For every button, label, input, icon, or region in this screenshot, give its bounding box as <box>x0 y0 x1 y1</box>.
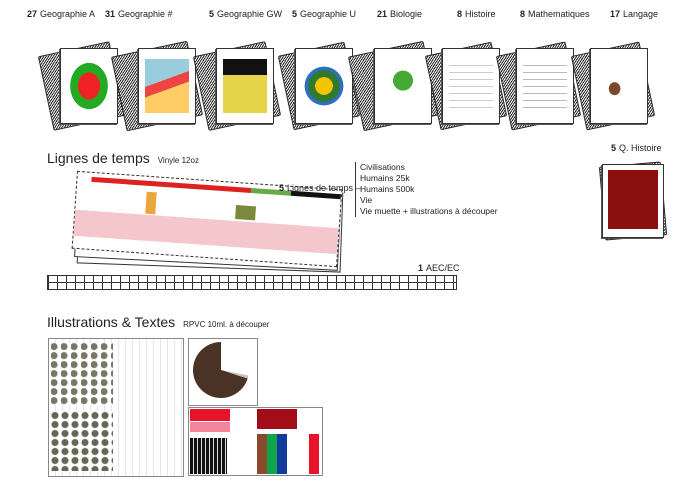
globe-diagram-icon <box>223 59 267 113</box>
list-item: Humains 500k <box>360 184 415 194</box>
card-stack-history-chart <box>424 41 508 131</box>
list-item: Vie <box>360 195 373 205</box>
card-stack-earth-layers <box>277 41 361 131</box>
card-stack-world-map <box>110 40 204 132</box>
illustrations-heading: Illustrations & Textes RPVC 10ml. à décou… <box>47 314 269 330</box>
tree-of-life-sheet <box>188 338 258 406</box>
illustrations-title: Illustrations & Textes <box>47 314 176 330</box>
list-item: Vie muette + illustrations à découper <box>360 206 498 216</box>
card-stack-climate-globe <box>37 41 126 131</box>
history-chart-icon <box>449 59 493 113</box>
list-item: Civilisations <box>360 162 405 172</box>
q-histoire-stack <box>598 161 668 241</box>
color-strips-sheet <box>188 407 323 476</box>
list-item: Humains 25k <box>360 173 410 183</box>
aec-strip <box>47 275 457 290</box>
timeline-stack <box>71 170 346 273</box>
card-stack-math-table <box>495 41 582 131</box>
card-stack-egyptian-figure <box>570 41 656 131</box>
illustrations-material: RPVC 10ml. à découper <box>183 320 270 329</box>
climate-globe-icon <box>67 59 111 113</box>
tree-icon <box>381 59 425 113</box>
timelines-heading: Lignes de temps Vinyle 12oz <box>47 150 199 166</box>
illustrations-sheet <box>48 338 184 477</box>
world-map-icon <box>145 59 189 113</box>
timelines-list: Civilisations Humains 25k Humains 500k V… <box>355 162 498 217</box>
card-stack-tree <box>347 40 440 132</box>
card-stack-globe-diagram <box>192 41 282 131</box>
egyptian-figure-icon <box>597 59 641 113</box>
math-table-icon <box>523 59 567 113</box>
earth-layers-icon <box>302 59 346 113</box>
timelines-material: Vinyle 12oz <box>157 156 199 165</box>
timelines-title: Lignes de temps <box>47 150 150 166</box>
